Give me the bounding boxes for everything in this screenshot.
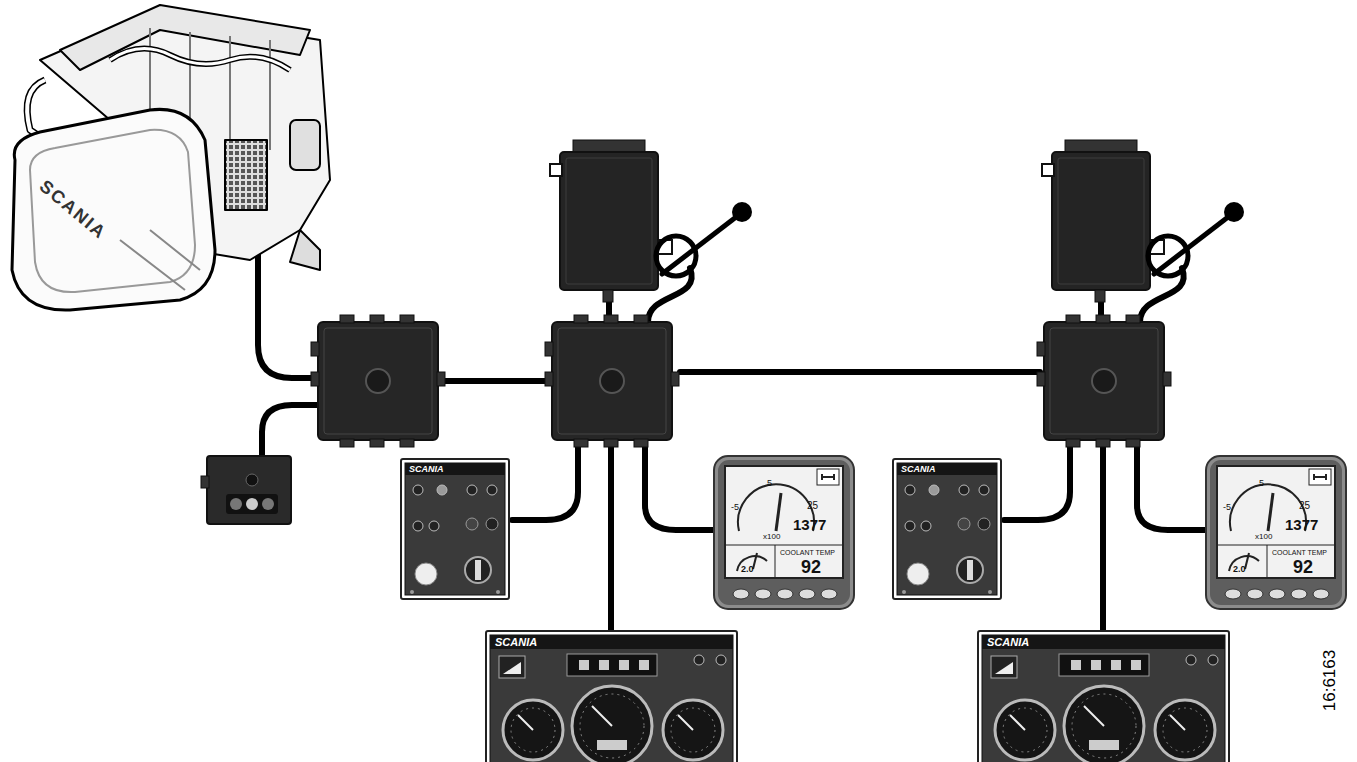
display-reading: 5 — [767, 479, 772, 488]
figure-number: 16:6163 — [1321, 649, 1338, 710]
control-unit — [1042, 140, 1164, 302]
display-graphic — [1205, 455, 1347, 610]
display-reading: 1377 — [1285, 517, 1318, 532]
display-reading: x100 — [763, 533, 780, 541]
throttle-lever — [656, 202, 752, 276]
brand-label: SCANIA — [987, 637, 1029, 648]
display-reading: 92 — [1293, 558, 1313, 576]
control-panel: SCANIA — [892, 458, 1002, 600]
display-graphic — [713, 455, 855, 610]
instrument-panel: SCANIA — [485, 630, 738, 762]
brand-label: SCANIA — [901, 465, 936, 474]
display-reading: 5 — [1259, 479, 1264, 488]
brand-label: SCANIA — [495, 637, 537, 648]
panel-graphic — [485, 630, 738, 762]
digital-display: -5 5 25 x100 1377 2.0 COOLANT TEMP 92 — [713, 455, 855, 610]
instrument-panel: SCANIA — [977, 630, 1230, 762]
display-reading: x100 — [1255, 533, 1272, 541]
junction-box — [1037, 315, 1171, 447]
control-unit — [550, 140, 672, 302]
engine-illustration — [12, 5, 330, 310]
junction-box — [311, 315, 445, 447]
panel-graphic — [400, 458, 510, 600]
brand-label: SCANIA — [409, 465, 444, 474]
display-reading: COOLANT TEMP — [1272, 549, 1327, 556]
display-reading: 92 — [801, 558, 821, 576]
display-reading: COOLANT TEMP — [780, 549, 835, 556]
digital-display: -5 5 25 x100 1377 2.0 COOLANT TEMP 92 — [1205, 455, 1347, 610]
junction-box — [545, 315, 679, 447]
panel-graphic — [892, 458, 1002, 600]
panel-graphic — [977, 630, 1230, 762]
control-panel: SCANIA — [400, 458, 510, 600]
throttle-lever — [1148, 202, 1244, 276]
display-reading: 25 — [807, 501, 818, 511]
display-reading: -5 — [1223, 503, 1231, 512]
display-reading: 25 — [1299, 501, 1310, 511]
display-reading: 2.0 — [1233, 565, 1246, 574]
display-reading: 2.0 — [741, 565, 754, 574]
remote-panel — [201, 456, 291, 524]
display-reading: -5 — [731, 503, 739, 512]
display-reading: 1377 — [793, 517, 826, 532]
